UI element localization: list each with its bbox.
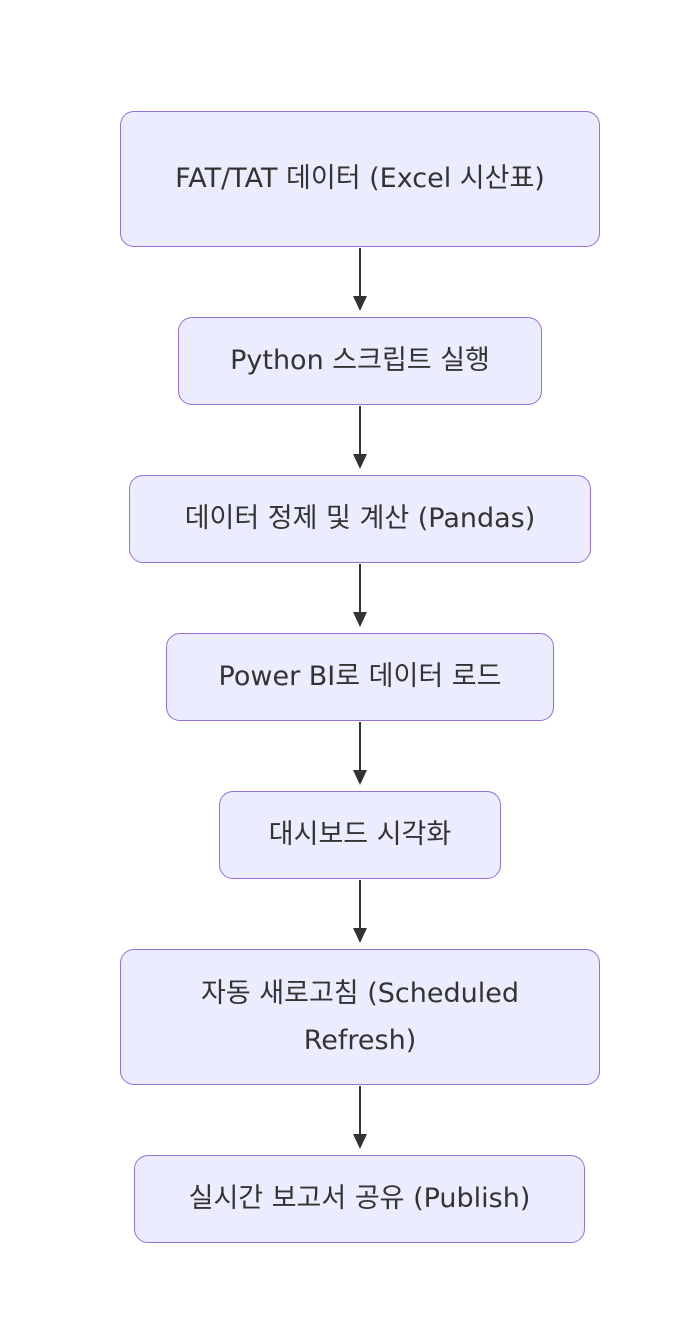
node-label: Python 스크립트 실행 [230,345,490,377]
edge-3 [353,564,367,627]
node-label: FAT/TAT 데이터 (Excel 시산표) [175,163,545,195]
edge-4 [353,722,367,785]
node-run-python: Python 스크립트 실행 [178,317,542,405]
node-publish-report: 실시간 보고서 공유 (Publish) [134,1155,585,1243]
node-load-powerbi: Power BI로 데이터 로드 [166,633,554,721]
edge-6 [353,1086,367,1149]
edge-5 [353,880,367,943]
node-dashboard-viz: 대시보드 시각화 [219,791,501,879]
node-label: 데이터 정제 및 계산 (Pandas) [184,503,536,535]
edge-1 [353,248,367,311]
node-clean-calc: 데이터 정제 및 계산 (Pandas) [129,475,591,563]
node-auto-refresh: 자동 새로고침 (Scheduled Refresh) [120,949,600,1085]
node-label: Power BI로 데이터 로드 [218,661,502,693]
edge-2 [353,406,367,469]
node-label: 대시보드 시각화 [268,819,452,851]
node-label: 실시간 보고서 공유 (Publish) [188,1183,531,1215]
node-fat-tat-data: FAT/TAT 데이터 (Excel 시산표) [120,111,600,247]
node-label: 자동 새로고침 (Scheduled Refresh) [201,977,519,1056]
